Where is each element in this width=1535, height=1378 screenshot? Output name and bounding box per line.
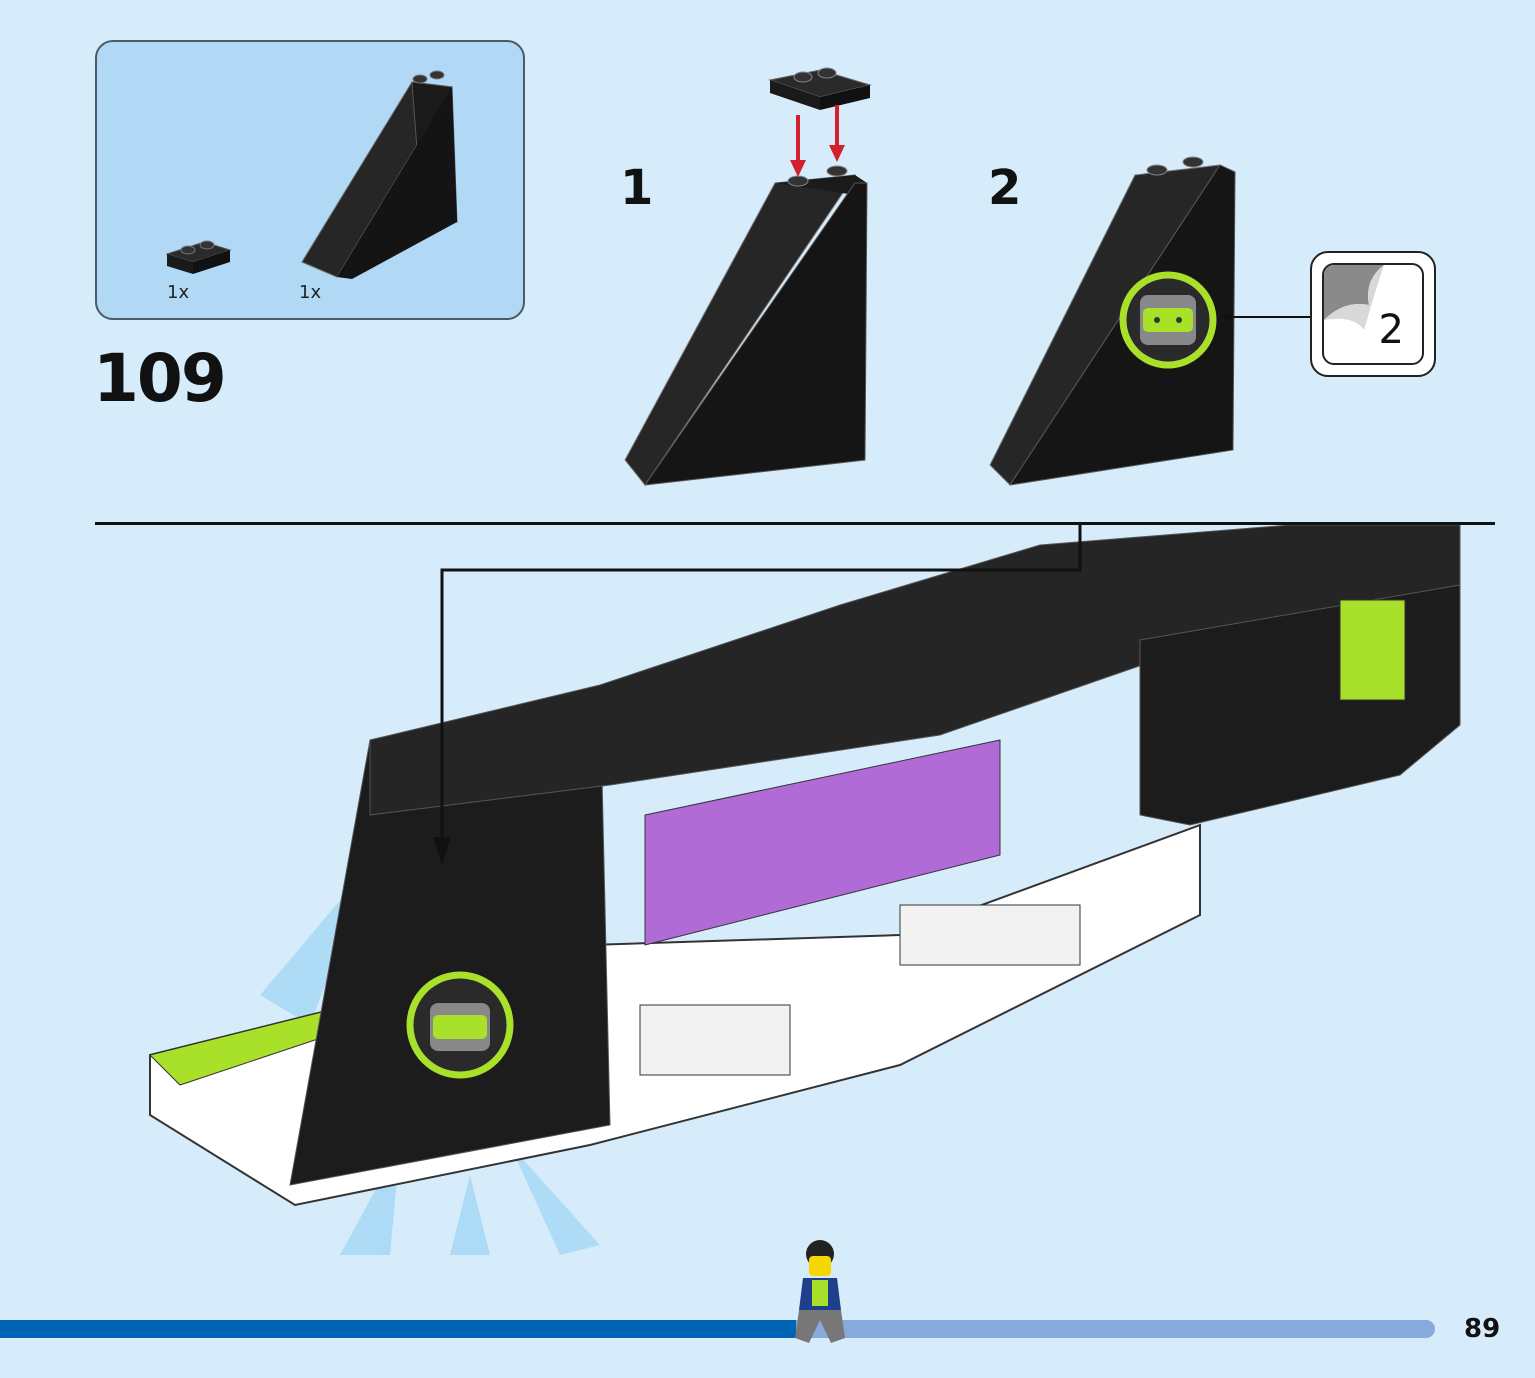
part-quantity: 1x — [299, 282, 322, 303]
seat-block — [639, 1004, 791, 1076]
trailer-roof — [369, 525, 1461, 816]
sticker-callout: 2 — [1310, 251, 1436, 377]
main-assembly-illustration — [149, 525, 1461, 1255]
substep-1-illustration — [624, 67, 872, 486]
gamepad-icon — [406, 971, 514, 1079]
rear-door-panel — [1339, 599, 1406, 701]
slope-brick-part — [624, 165, 868, 486]
slope-brick-part — [301, 70, 458, 279]
placement-arrow-icon — [433, 837, 451, 865]
seat-block — [899, 904, 1081, 966]
gamepad-icon — [1119, 271, 1217, 369]
interior-screen — [644, 739, 1001, 946]
placement-pointer-line — [440, 525, 1082, 845]
substep-label: 2 — [988, 160, 1022, 216]
substep-2-illustration — [989, 156, 1236, 486]
step-number: 109 — [93, 340, 227, 417]
sticker-icon: 2 — [1322, 263, 1424, 365]
page-number: 89 — [1464, 1314, 1501, 1344]
minifigure-icon — [795, 1240, 845, 1343]
plate-1x2-part — [165, 240, 232, 274]
sticker-number: 2 — [1378, 307, 1404, 353]
down-arrow-icon — [790, 105, 845, 177]
progress-track — [0, 1320, 1435, 1338]
part-quantity: 1x — [167, 282, 190, 303]
sticker-leader-line — [1224, 313, 1314, 321]
sticker-peel-icon — [1324, 265, 1384, 330]
substep-label: 1 — [620, 160, 654, 216]
section-divider — [95, 522, 1495, 525]
plate-1x2-part — [768, 67, 872, 110]
parts-callout: 1x 1x — [95, 40, 525, 320]
progress-fill — [0, 1320, 797, 1338]
